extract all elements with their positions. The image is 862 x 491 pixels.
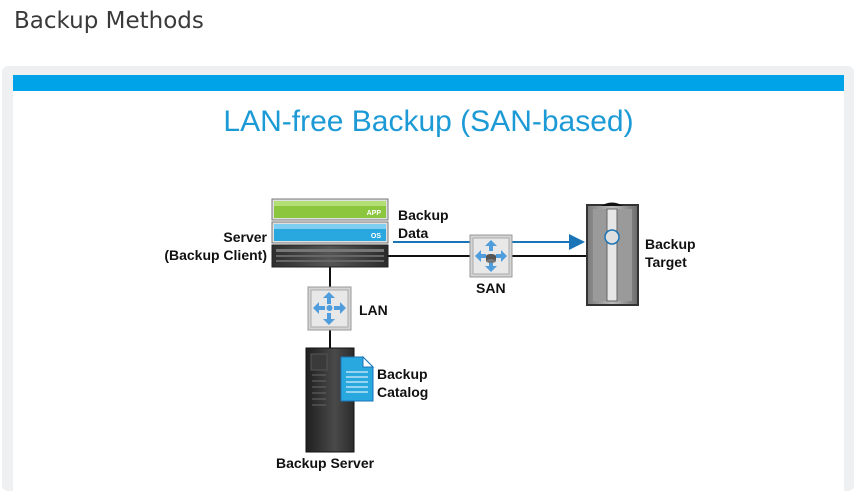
catalog-document-icon <box>340 355 375 402</box>
backup-catalog-line1: Backup <box>377 366 428 382</box>
page-title: Backup Methods <box>14 8 204 34</box>
backup-data-line1: Backup <box>398 207 449 223</box>
slide-title: LAN-free Backup (SAN-based) <box>223 105 634 138</box>
os-layer-tag: OS <box>371 233 381 240</box>
backup-target-line1: Backup <box>645 236 696 252</box>
backup-catalog-label: Backup Catalog <box>377 365 428 401</box>
backup-data-label: Backup Data <box>398 206 449 242</box>
backup-catalog-line2: Catalog <box>377 384 429 400</box>
san-label: SAN <box>476 280 506 296</box>
san-switch-icon <box>469 234 513 278</box>
backup-target-label: Backup Target <box>645 235 696 271</box>
server-label-line2: (Backup Client) <box>164 247 267 263</box>
slide-accent-bar <box>13 75 844 91</box>
server-label: Server (Backup Client) <box>143 228 267 264</box>
diagram-slide: LAN-free Backup (SAN-based) <box>13 75 844 491</box>
backup-server-label: Backup Server <box>276 455 375 471</box>
backup-target-icon <box>586 202 639 306</box>
server-stack <box>271 198 389 268</box>
backup-data-line2: Data <box>398 225 429 241</box>
app-layer-tag: APP <box>367 210 382 217</box>
lan-label: LAN <box>359 302 388 318</box>
backup-diagram: APP OS <box>271 198 639 453</box>
lan-switch-icon <box>307 286 352 331</box>
backup-target-line2: Target <box>645 254 687 270</box>
server-label-line1: Server <box>223 229 267 245</box>
